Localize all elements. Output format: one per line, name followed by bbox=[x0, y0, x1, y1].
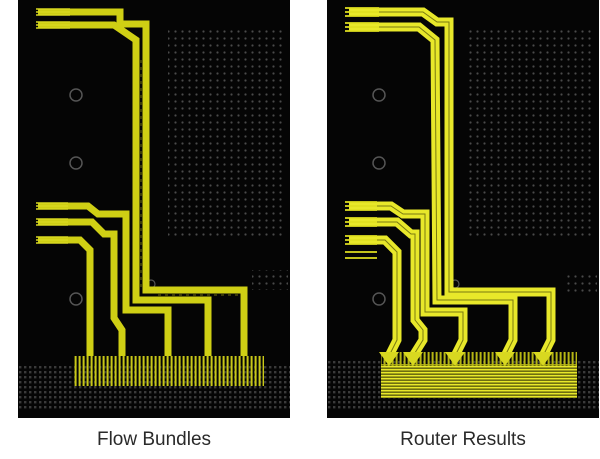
router-results-caption: Router Results bbox=[400, 429, 526, 450]
connector-fingers bbox=[74, 356, 264, 386]
flow-bundles-pcb-image bbox=[18, 8, 290, 410]
fanout-wedges bbox=[379, 352, 553, 366]
finger-stubs bbox=[345, 7, 379, 259]
connector-fingers bbox=[381, 352, 577, 366]
flow-bundle-trace bbox=[38, 218, 126, 356]
router-results-pcb-image bbox=[327, 7, 599, 410]
flow-bundles-panel bbox=[18, 0, 290, 418]
mounting-hole bbox=[372, 292, 386, 306]
connector-bus bbox=[381, 364, 577, 398]
flow-bundle-trace bbox=[38, 8, 248, 356]
flow-bundle-trace bbox=[38, 21, 212, 356]
via-grid bbox=[563, 272, 597, 292]
mounting-hole bbox=[69, 292, 83, 306]
router-results-panel bbox=[327, 0, 599, 418]
flow-bundles-caption: Flow Bundles bbox=[96, 429, 212, 450]
mounting-hole bbox=[69, 88, 83, 102]
flow-bundle-trace bbox=[38, 202, 172, 356]
mounting-hole bbox=[372, 88, 386, 102]
via-grid bbox=[168, 30, 286, 240]
via-grid bbox=[469, 30, 595, 240]
via-grid bbox=[252, 270, 288, 290]
mounting-hole bbox=[69, 156, 83, 170]
finger-stubs bbox=[36, 8, 70, 244]
mounting-hole bbox=[372, 156, 386, 170]
